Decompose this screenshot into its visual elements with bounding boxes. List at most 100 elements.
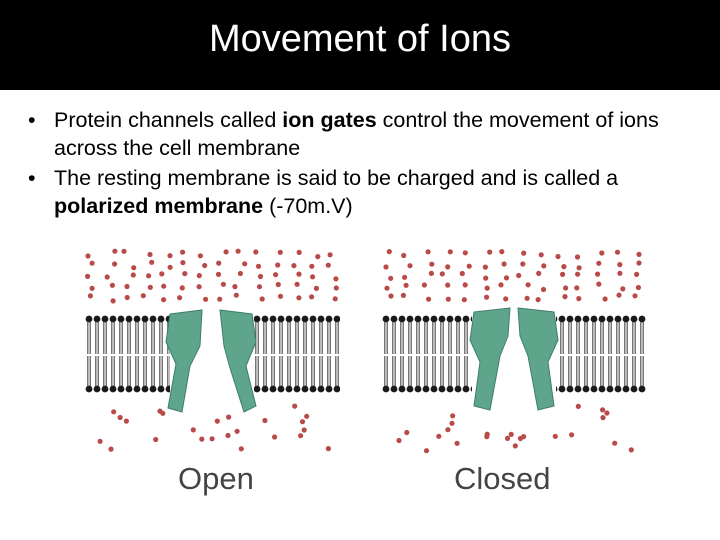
lipid-head — [93, 385, 101, 393]
lipid-head — [438, 315, 446, 323]
lipid-head — [430, 315, 438, 323]
lipid-head — [558, 315, 566, 323]
lipid-head — [454, 385, 462, 393]
ion-dot — [275, 281, 281, 288]
ion-dot — [616, 292, 622, 298]
ion-dot — [294, 281, 300, 287]
ion-dot — [259, 296, 265, 302]
lipid-head — [598, 385, 606, 393]
lipid-head — [277, 315, 285, 323]
ion-dot — [428, 270, 434, 276]
ion-dot — [313, 285, 319, 291]
lipid-head — [390, 385, 398, 393]
ion-dot — [225, 432, 231, 439]
ion-dot — [277, 249, 283, 255]
ion-dot — [459, 270, 465, 277]
ion-dot — [112, 248, 118, 254]
ion-dot — [117, 414, 123, 421]
ion-dot — [407, 263, 413, 269]
ion-dot — [535, 297, 541, 303]
ion-dot — [396, 437, 402, 444]
ion-dot — [461, 297, 467, 303]
ion-dot — [299, 419, 306, 425]
ion-dot — [177, 295, 183, 301]
lipid-head — [382, 385, 390, 393]
ion-dot — [445, 427, 451, 433]
ion-dot — [296, 249, 302, 255]
closed-channel-diagram — [382, 249, 646, 454]
ion-dot — [449, 420, 455, 426]
ion-dot — [484, 434, 490, 440]
ion-dot — [256, 284, 263, 290]
lipid-head — [117, 315, 125, 323]
ion-dot — [563, 285, 569, 291]
ion-dot — [124, 294, 130, 301]
ion-dot — [209, 436, 215, 442]
ion-dot — [596, 260, 602, 266]
ion-dot — [146, 273, 152, 279]
ion-dot — [238, 446, 244, 452]
ion-dot — [575, 271, 581, 277]
channel-protein-right — [219, 309, 257, 413]
lipid-head — [141, 385, 149, 393]
ion-dot — [576, 265, 582, 271]
lipid-head — [149, 315, 157, 323]
lipid-head — [382, 315, 390, 323]
ion-dot — [130, 272, 136, 278]
lipid-head — [253, 385, 261, 393]
channel-protein-left — [469, 307, 511, 411]
bullet-text-part: The resting membrane is said to be charg… — [54, 166, 619, 190]
lipid-head — [301, 315, 309, 323]
lipid-head — [398, 385, 406, 393]
ion-dot — [576, 296, 582, 302]
ion-dot — [235, 248, 241, 254]
lipid-head — [598, 315, 606, 323]
lipid-head — [462, 385, 470, 393]
ion-dot — [157, 408, 163, 414]
ion-dot — [512, 443, 518, 449]
lipid-head — [317, 385, 325, 393]
ion-dot — [602, 296, 608, 302]
ion-dot — [423, 448, 430, 454]
ion-dot — [628, 447, 634, 453]
ion-dot — [521, 250, 527, 256]
ion-dot — [450, 413, 456, 419]
ion-dot — [242, 261, 248, 267]
ion-dot — [536, 270, 542, 276]
closed-label: Closed — [454, 461, 551, 496]
lipid-head — [149, 385, 157, 393]
ion-dot — [292, 403, 298, 409]
ion-dot — [309, 263, 315, 269]
ion-dot — [574, 254, 581, 260]
ion-dot — [617, 270, 623, 276]
ion-dot — [462, 282, 468, 288]
lipid-head — [398, 315, 406, 323]
lipid-head — [590, 385, 598, 393]
ion-dot — [233, 292, 239, 298]
lipid-head — [125, 315, 133, 323]
ion-dot — [388, 275, 394, 281]
lipid-head — [630, 385, 638, 393]
bullet-item: • The resting membrane is said to be cha… — [28, 164, 688, 220]
lipid-head — [438, 385, 446, 393]
lipid-head — [430, 385, 438, 393]
ion-dot — [574, 285, 580, 291]
ion-dot — [291, 263, 297, 269]
ion-dot — [87, 293, 93, 299]
ion-dot — [296, 271, 302, 277]
bullet-text: The resting membrane is said to be charg… — [54, 166, 618, 218]
ion-dot — [600, 407, 606, 413]
ion-dot — [333, 276, 339, 282]
ion-dot — [161, 283, 167, 289]
ion-dot — [499, 249, 505, 255]
ion-dot — [226, 414, 232, 420]
lipid-head — [109, 315, 117, 323]
ion-dot — [277, 293, 284, 299]
ion-dot — [167, 264, 173, 270]
ion-dot — [516, 272, 522, 279]
lipid-head — [414, 385, 422, 393]
ion-dot — [197, 253, 203, 259]
lipid-head — [277, 385, 285, 393]
bullet-dot-icon: • — [28, 166, 36, 190]
slide-title: Movement of Ions — [208, 18, 512, 60]
